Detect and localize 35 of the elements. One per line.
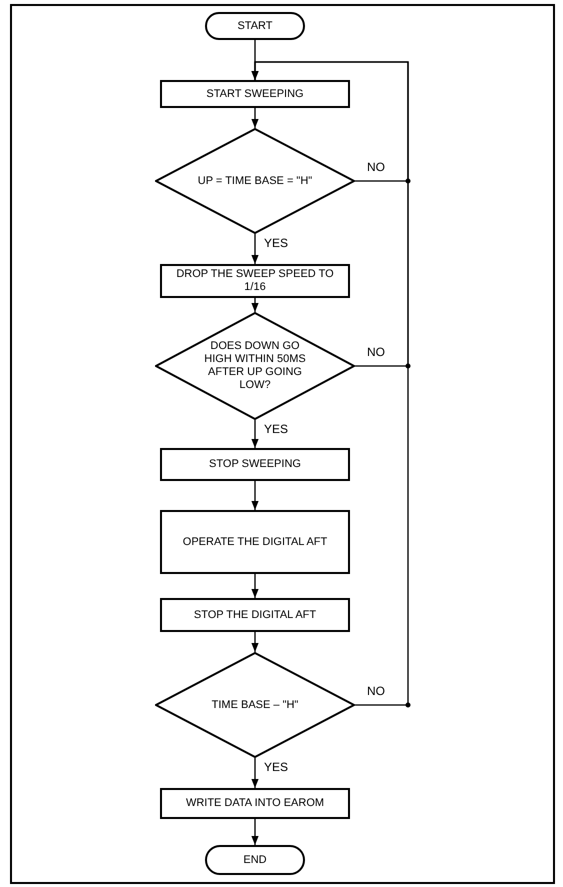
node-text: STOP SWEEPING xyxy=(209,458,301,471)
terminal-shape xyxy=(205,12,305,40)
node-text: START SWEEPING xyxy=(206,88,304,100)
edge-label: YES xyxy=(262,237,290,249)
terminal-shape xyxy=(205,845,305,875)
arrow xyxy=(251,420,259,448)
arrow xyxy=(251,574,259,598)
node-text: OPERATE THE DIGITAL AFT xyxy=(182,536,328,548)
node-text: STOP THE DIGITAL AFT xyxy=(194,608,316,622)
process-box xyxy=(160,448,350,481)
edge-label: YES xyxy=(262,761,290,773)
edge-label: NO xyxy=(365,161,387,173)
process-box xyxy=(160,80,350,108)
edge-label: NO xyxy=(365,685,387,697)
arrow xyxy=(251,61,409,706)
node-text: DOES DOWN GO HIGH WITHIN 50MS AFTER UP GOING LOW? xyxy=(203,340,307,392)
process-box xyxy=(160,598,350,632)
arrow xyxy=(251,758,259,788)
arrow xyxy=(251,298,259,312)
process-box xyxy=(160,510,350,574)
node-text: END xyxy=(243,854,267,866)
node-text: TIME BASE – "H" xyxy=(210,698,300,712)
arrow xyxy=(251,819,259,845)
arrow xyxy=(251,234,259,264)
arrow xyxy=(251,632,259,652)
node-text: WRITE DATA INTO EAROM xyxy=(186,797,324,810)
process-box xyxy=(160,264,350,298)
edge-label: YES xyxy=(262,423,290,435)
arrow xyxy=(251,108,259,128)
process-box xyxy=(160,788,350,819)
node-text: START xyxy=(237,20,273,32)
node-text: UP = TIME BASE = "H" xyxy=(196,174,314,188)
arrow xyxy=(251,481,259,510)
edge-label: NO xyxy=(365,346,387,358)
node-text: DROP THE SWEEP SPEED TO 1/16 xyxy=(175,268,335,294)
